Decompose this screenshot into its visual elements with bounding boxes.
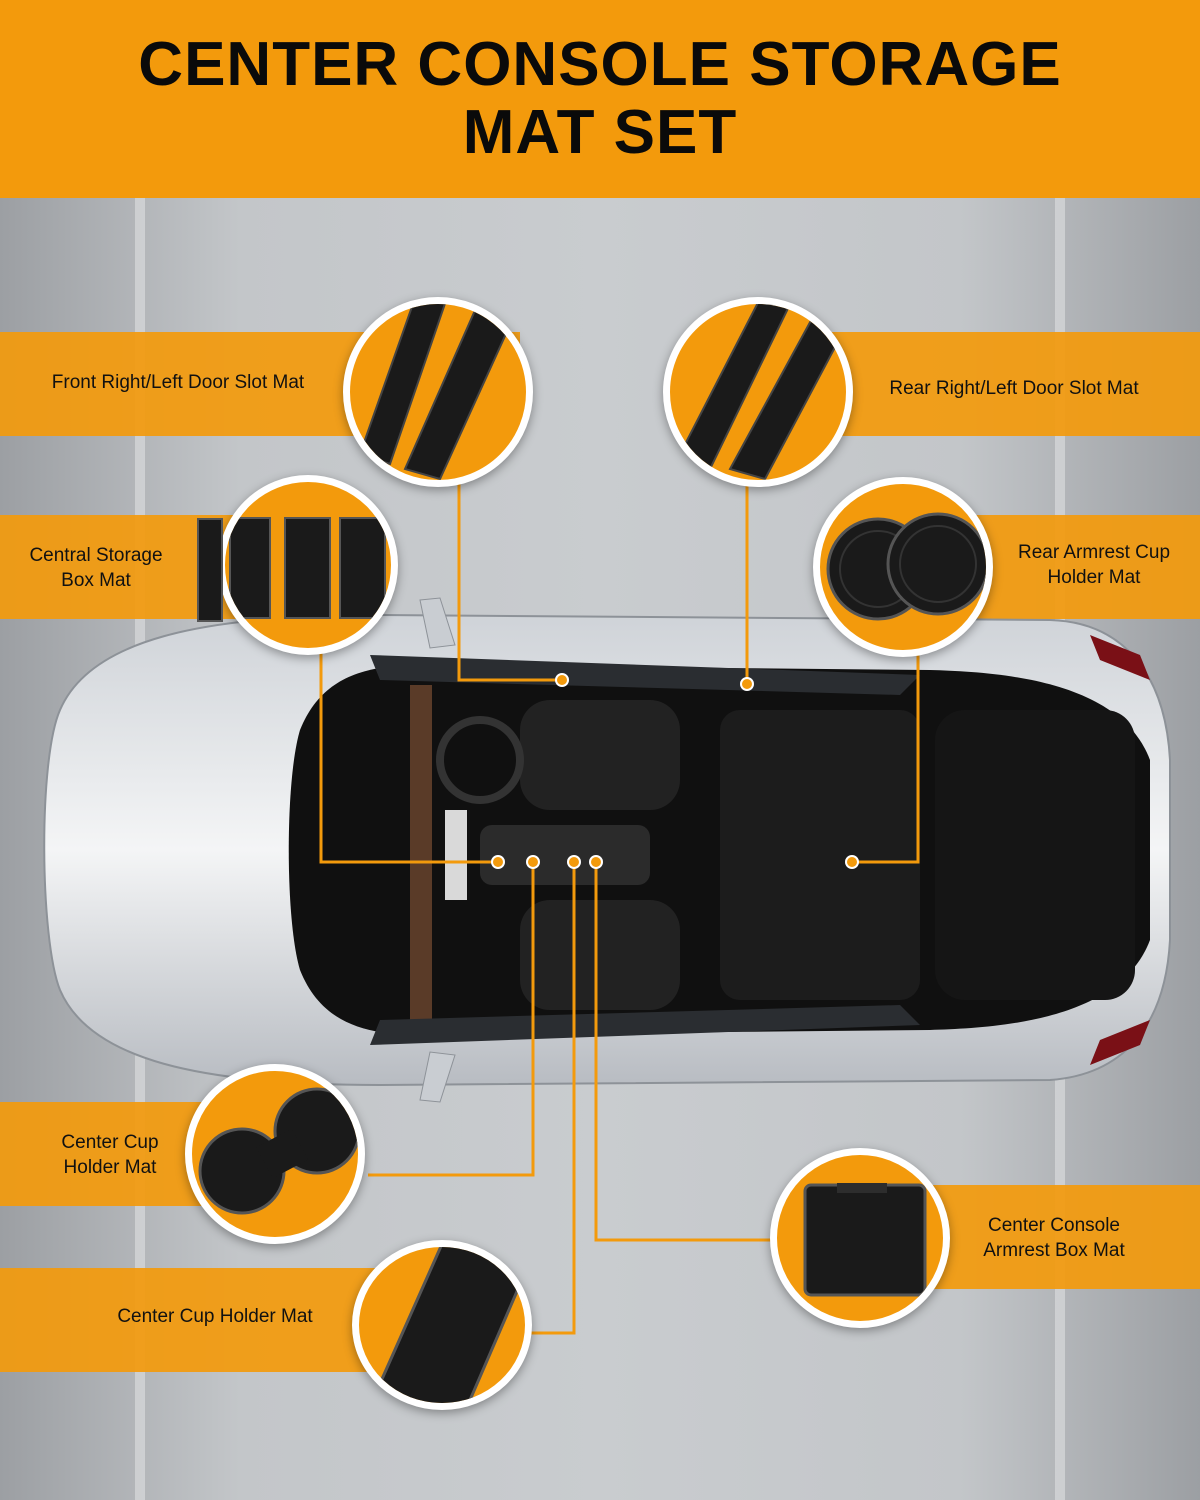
center-cup-mat-image <box>185 1064 365 1244</box>
label-rear-armrest: Rear Armrest Cup Holder Mat <box>1005 540 1183 590</box>
title-line-2: MAT SET <box>462 98 738 167</box>
rear-armrest-mat-image <box>813 477 993 657</box>
title-line-1: CENTER CONSOLE STORAGE <box>138 30 1062 99</box>
console-armrest-mat-image <box>770 1148 950 1328</box>
central-storage-mat-extra <box>197 518 223 622</box>
header-banner: CENTER CONSOLE STORAGE MAT SET <box>0 0 1200 198</box>
label-center-cup-line1: Center Cup <box>61 1132 159 1153</box>
page-title: CENTER CONSOLE STORAGE MAT SET <box>100 31 1100 167</box>
label-center-cup: Center Cup Holder Mat <box>30 1130 190 1180</box>
label-rear-armrest-line2: Holder Mat <box>1047 567 1141 588</box>
label-center-cup-holder: Center Cup Holder Mat <box>117 1306 313 1327</box>
label-center-cup-line2: Holder Mat <box>63 1157 157 1178</box>
label-console-armrest: Center Console Armrest Box Mat <box>965 1213 1143 1263</box>
front-door-slot-mat-image <box>343 297 533 487</box>
central-storage-mat-image <box>218 475 398 655</box>
car-top-view <box>43 597 1171 1103</box>
label-front-door-slot: Front Right/Left Door Slot Mat <box>51 372 305 393</box>
center-cup-holder-mat-image <box>352 1240 532 1410</box>
label-console-armrest-line1: Center Console <box>987 1215 1121 1236</box>
label-central-storage-line2: Box Mat <box>61 570 131 591</box>
label-console-armrest-line2: Armrest Box Mat <box>983 1240 1125 1261</box>
rear-door-slot-mat-image <box>663 297 853 487</box>
label-rear-armrest-line1: Rear Armrest Cup <box>1017 542 1171 563</box>
label-central-storage: Central Storage Box Mat <box>10 543 182 593</box>
label-rear-door-slot: Rear Right/Left Door Slot Mat <box>889 378 1139 399</box>
band-center-cup-holder <box>0 1268 420 1372</box>
label-central-storage-line1: Central Storage <box>29 545 163 566</box>
